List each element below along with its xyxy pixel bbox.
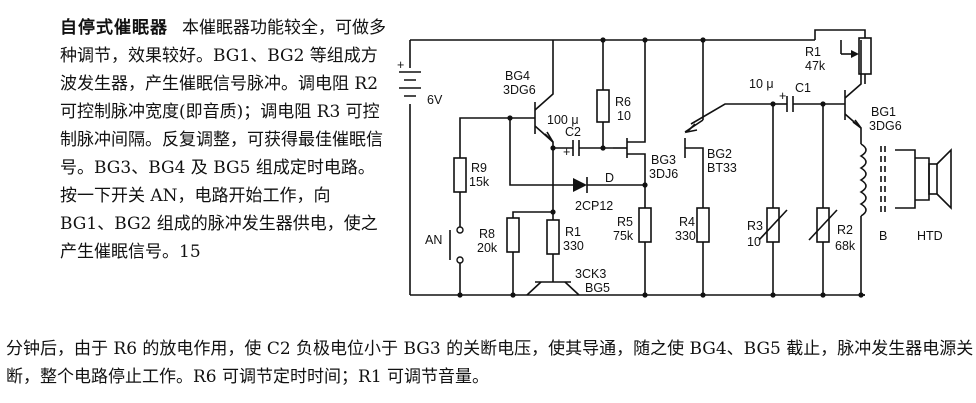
resistor-r8: R8 20k (477, 217, 520, 255)
resistor-r4: R4 330 (675, 207, 710, 243)
speaker-label: HTD (917, 229, 943, 243)
bg2-type-label: BT33 (707, 161, 737, 175)
transistor-bg4: BG4 3DG6 (503, 40, 554, 148)
r6-value-label: 10 (617, 109, 631, 123)
potentiometer-r1: R1 47k (805, 29, 872, 84)
c1-plus-label: + (779, 89, 786, 103)
bg3-type-label: 3DJ6 (649, 167, 678, 181)
capacitor-c2: 100 μ + C2 (547, 113, 613, 159)
transistor-bg2: BG2 BT33 (684, 40, 773, 208)
r8-value-label: 20k (477, 241, 498, 255)
resistor-r1-330: R1 330 (546, 219, 584, 255)
r6-name-label: R6 (615, 95, 631, 109)
bg3-name-label: BG3 (651, 153, 676, 167)
article-intro-text: 本催眠器功能较全，可做多种调节，效果较好。BG1、BG2 等组成方波发生器，产生… (60, 18, 386, 262)
r3-name-label: R3 (747, 219, 763, 233)
bg5-type-label: 3CK3 (575, 267, 606, 281)
r4-value-label: 330 (675, 229, 696, 243)
r1-value-label: 47k (805, 59, 826, 73)
r4-name-label: R4 (679, 215, 695, 229)
bg4-name-label: BG4 (505, 69, 530, 83)
transformer-label: B (879, 229, 887, 243)
c2-plus-label: + (563, 145, 570, 159)
r1b-name-label: R1 (565, 225, 581, 239)
resistor-r3: R3 10 (747, 207, 788, 249)
article-title: 自停式催眠器 (60, 18, 168, 38)
c2-value-label: 100 μ (547, 113, 579, 127)
an-label: AN (425, 233, 442, 247)
diode-d: D 2CP12 (509, 118, 645, 213)
bg5-name-label: BG5 (585, 281, 610, 295)
r8-name-label: R8 (479, 227, 495, 241)
bg1-name-label: BG1 (871, 105, 896, 119)
transistor-bg3: BG3 3DJ6 (613, 40, 678, 208)
battery-value-label: 6V (427, 93, 443, 107)
battery-plus-label: + (397, 58, 404, 72)
transistor-bg5: 3CK3 BG5 (526, 267, 610, 296)
diode-name-label: D (605, 171, 614, 185)
bg4-base-wire (459, 117, 535, 158)
article-column: 自停式催眠器本催眠器功能较全，可做多种调节，效果较好。BG1、BG2 等组成方波… (60, 14, 390, 266)
r1b-value-label: 330 (563, 239, 584, 253)
capacitor-c1: 10 μ + C1 (749, 77, 823, 112)
r3-value-label: 10 (747, 235, 761, 249)
battery-6v: + 6V (397, 40, 443, 295)
r2-value-label: 68k (835, 239, 856, 253)
switch-an: AN (425, 226, 464, 264)
resistor-r6: R6 10 (596, 89, 631, 123)
c1-value-label: 10 μ (749, 77, 774, 91)
r1-name-label: R1 (805, 45, 821, 59)
article-continuation-text: 分钟后，由于 R6 的放电作用，使 C2 负极电位小于 BG3 的关断电压，使其… (6, 339, 974, 387)
transformer-b: B (859, 143, 916, 295)
diode-type-label: 2CP12 (575, 199, 613, 213)
r2-name-label: R2 (837, 223, 853, 237)
bg1-type-label: 3DG6 (869, 119, 902, 133)
r5-value-label: 75k (613, 229, 634, 243)
bg4-type-label: 3DG6 (503, 83, 536, 97)
circuit-schematic: + 6V BG4 3DG6 R9 15k AN 100 μ + C2 (397, 29, 952, 298)
c2-name-label: C2 (565, 125, 581, 139)
r9-value-label: 15k (469, 175, 490, 189)
resistor-r2: R2 68k (808, 207, 856, 253)
article-intro-paragraph: 自停式催眠器本催眠器功能较全，可做多种调节，效果较好。BG1、BG2 等组成方波… (60, 14, 390, 266)
resistor-r9: R9 15k (453, 157, 490, 193)
r5-name-label: R5 (617, 215, 633, 229)
r9-name-label: R9 (471, 161, 487, 175)
article-continuation: 分钟后，由于 R6 的放电作用，使 C2 负极电位小于 BG3 的关断电压，使其… (6, 335, 974, 391)
transistor-bg1: BG1 3DG6 (844, 40, 902, 144)
c1-name-label: C1 (795, 81, 811, 95)
bg2-name-label: BG2 (707, 147, 732, 161)
speaker-htd: HTD (915, 148, 952, 243)
resistor-r5: R5 75k (613, 207, 652, 243)
